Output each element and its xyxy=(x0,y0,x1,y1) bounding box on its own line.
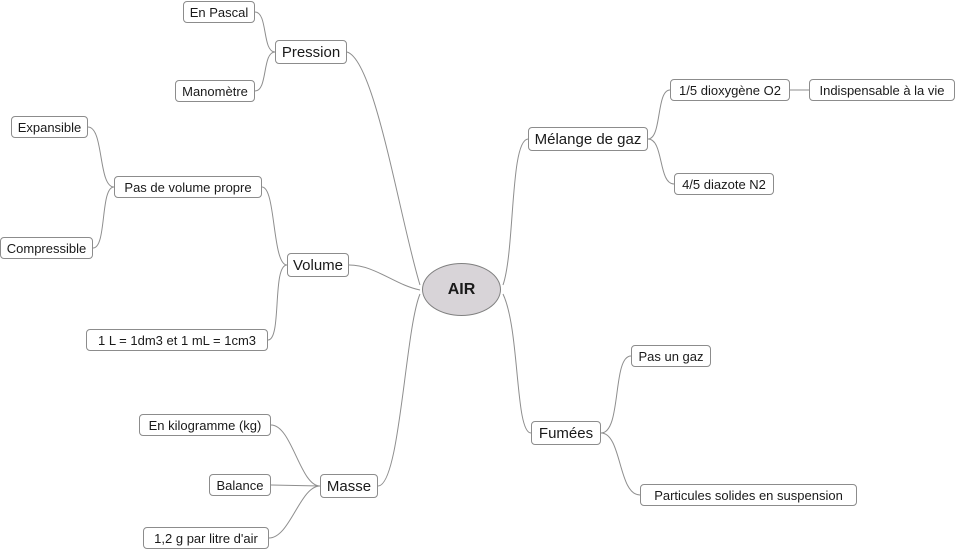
leaf-node-compressible[interactable]: Compressible xyxy=(0,237,93,259)
leaf-node-manometre[interactable]: Manomètre xyxy=(175,80,255,102)
link-air-fumees xyxy=(502,293,532,434)
leaf-node-unit-equivalence[interactable]: 1 L = 1dm3 et 1 mL = 1cm3 xyxy=(86,329,268,351)
link-pasvolume-expansible xyxy=(87,126,115,188)
link-fumees-particules xyxy=(600,432,641,496)
link-volume-pasvolume xyxy=(261,186,288,266)
branch-node-fumees[interactable]: Fumées xyxy=(531,421,601,445)
link-volume-equivalence xyxy=(267,264,288,341)
leaf-node-expansible[interactable]: Expansible xyxy=(11,116,88,138)
link-masse-kg xyxy=(270,424,321,487)
center-node-air[interactable]: AIR xyxy=(422,263,501,316)
leaf-node-particules[interactable]: Particules solides en suspension xyxy=(640,484,857,506)
link-pression-pascal xyxy=(254,11,276,53)
branch-node-melange-de-gaz[interactable]: Mélange de gaz xyxy=(528,127,648,151)
link-masse-balance xyxy=(270,484,321,487)
leaf-node-pas-un-gaz[interactable]: Pas un gaz xyxy=(631,345,711,367)
link-pasvolume-compressible xyxy=(92,186,115,249)
branch-node-pression[interactable]: Pression xyxy=(275,40,347,64)
leaf-node-en-pascal[interactable]: En Pascal xyxy=(183,1,255,23)
leaf-node-diazote[interactable]: 4/5 diazote N2 xyxy=(674,173,774,195)
link-fumees-pasgaz xyxy=(600,355,632,434)
link-melange-o2 xyxy=(647,89,671,140)
link-air-volume xyxy=(348,264,421,291)
link-air-melange xyxy=(502,138,529,286)
leaf-node-dioxygene[interactable]: 1/5 dioxygène O2 xyxy=(670,79,790,101)
leaf-node-en-kilogramme[interactable]: En kilogramme (kg) xyxy=(139,414,271,436)
leaf-node-indispensable[interactable]: Indispensable à la vie xyxy=(809,79,955,101)
link-masse-densite xyxy=(268,485,321,539)
node-pas-de-volume-propre[interactable]: Pas de volume propre xyxy=(114,176,262,198)
leaf-node-masse-volumique[interactable]: 1,2 g par litre d'air xyxy=(143,527,269,549)
link-pression-manometre xyxy=(254,51,276,92)
branch-node-volume[interactable]: Volume xyxy=(287,253,349,277)
link-air-pression xyxy=(346,51,421,286)
leaf-node-balance[interactable]: Balance xyxy=(209,474,271,496)
link-air-masse xyxy=(377,293,421,487)
link-melange-n2 xyxy=(647,138,675,185)
branch-node-masse[interactable]: Masse xyxy=(320,474,378,498)
